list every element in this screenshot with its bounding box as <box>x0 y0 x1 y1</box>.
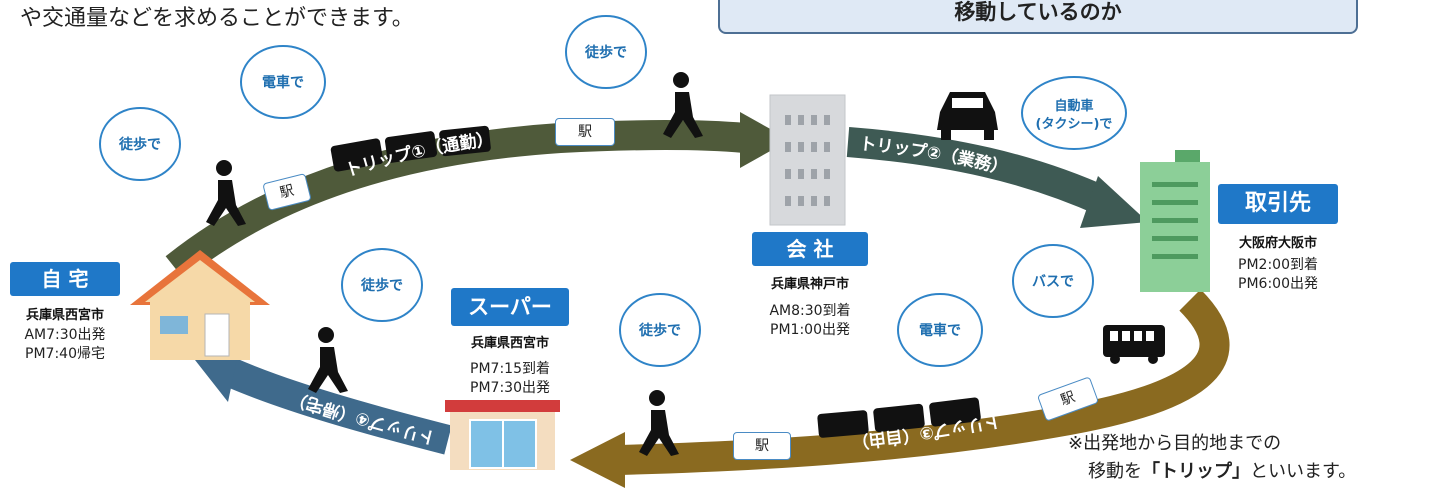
train-icon-commute <box>330 125 491 172</box>
home-times: AM7:30出発 PM7:40帰宅 <box>0 326 130 364</box>
banner-text: 移動しているのか <box>954 0 1122 24</box>
supermarket-city: 兵庫県西宮市 <box>470 336 549 351</box>
note-line-1: ※出発地から目的地までの <box>1068 433 1282 454</box>
intro-text: や交通量などを求めることができます。 <box>20 6 414 31</box>
walking-person-icon-station <box>639 390 679 456</box>
bubble-walk-office <box>565 15 647 89</box>
trip1-arrow <box>165 112 790 280</box>
car-icon <box>937 92 998 140</box>
banner-box: 移動しているのか <box>718 0 1358 34</box>
note-line-2-pre: 移動を <box>1088 461 1142 482</box>
bubble-train-commute <box>240 45 326 119</box>
trip2-arrow <box>846 127 1148 228</box>
company-depart-time: PM1:00出発 <box>770 322 850 338</box>
client-label: 取引先 <box>1218 184 1338 224</box>
company-label: 会 社 <box>752 232 868 266</box>
walking-person-icon-super <box>308 327 348 393</box>
company-times: AM8:30到着 PM1:00出発 <box>745 302 875 340</box>
company-arrive-time: AM8:30到着 <box>769 303 851 319</box>
bubble-walk-station <box>619 293 701 367</box>
bubble-train-commute-text: 電車で <box>262 75 304 91</box>
bubble-walk-station-text: 徒歩で <box>639 323 681 339</box>
bus-icon <box>1103 325 1165 364</box>
office-building-icon <box>769 94 846 226</box>
walking-person-icon-office <box>663 72 703 138</box>
bubble-train-free-text: 電車で <box>919 323 961 339</box>
supermarket-arrive-time: PM7:15到着 <box>470 361 550 377</box>
trip-definition-note: ※出発地から目的地までの 移動を「トリップ」といいます。 <box>1068 430 1356 486</box>
note-line-2: 移動を「トリップ」といいます。 <box>1068 458 1356 486</box>
bubble-bus-text: バスで <box>1032 274 1074 290</box>
train-icon-free <box>817 397 981 438</box>
bubble-walk-home-text: 徒歩で <box>119 137 161 153</box>
bubble-walk-home <box>99 107 181 181</box>
client-city: 大阪府大阪市 <box>1238 236 1317 251</box>
home-city: 兵庫県西宮市 <box>25 308 104 323</box>
bubble-walk-super <box>341 248 423 322</box>
supermarket-times: PM7:15到着 PM7:30出発 <box>445 360 575 398</box>
bubble-car-text-1: 自動車 <box>1054 99 1094 114</box>
company-city: 兵庫県神戸市 <box>770 277 849 292</box>
supermarket-icon <box>445 400 560 470</box>
note-line-2-bold: 「トリップ」 <box>1142 461 1250 482</box>
client-building-icon <box>1140 150 1210 292</box>
note-line-2-post: といいます。 <box>1250 461 1357 482</box>
walking-person-icon-home <box>206 160 246 226</box>
client-depart-time: PM6:00出発 <box>1238 276 1318 292</box>
house-icon <box>130 250 270 360</box>
home-depart-time: AM7:30出発 <box>24 327 106 343</box>
bubble-car <box>1021 76 1127 150</box>
bubble-car-text-2: (タクシー)で <box>1035 117 1113 132</box>
bubble-train-free <box>897 293 983 367</box>
client-times: PM2:00到着 PM6:00出発 <box>1213 256 1343 294</box>
bubble-walk-super-text: 徒歩で <box>361 278 403 294</box>
home-return-time: PM7:40帰宅 <box>25 346 105 362</box>
station-marker-4: 駅 <box>733 432 791 460</box>
supermarket-label: スーパー <box>451 288 569 326</box>
station-marker-2: 駅 <box>555 118 615 146</box>
client-arrive-time: PM2:00到着 <box>1238 257 1318 273</box>
home-label: 自 宅 <box>10 262 120 296</box>
bubble-bus <box>1012 244 1094 318</box>
bubble-walk-office-text: 徒歩で <box>585 45 627 61</box>
supermarket-depart-time: PM7:30出発 <box>470 380 550 396</box>
